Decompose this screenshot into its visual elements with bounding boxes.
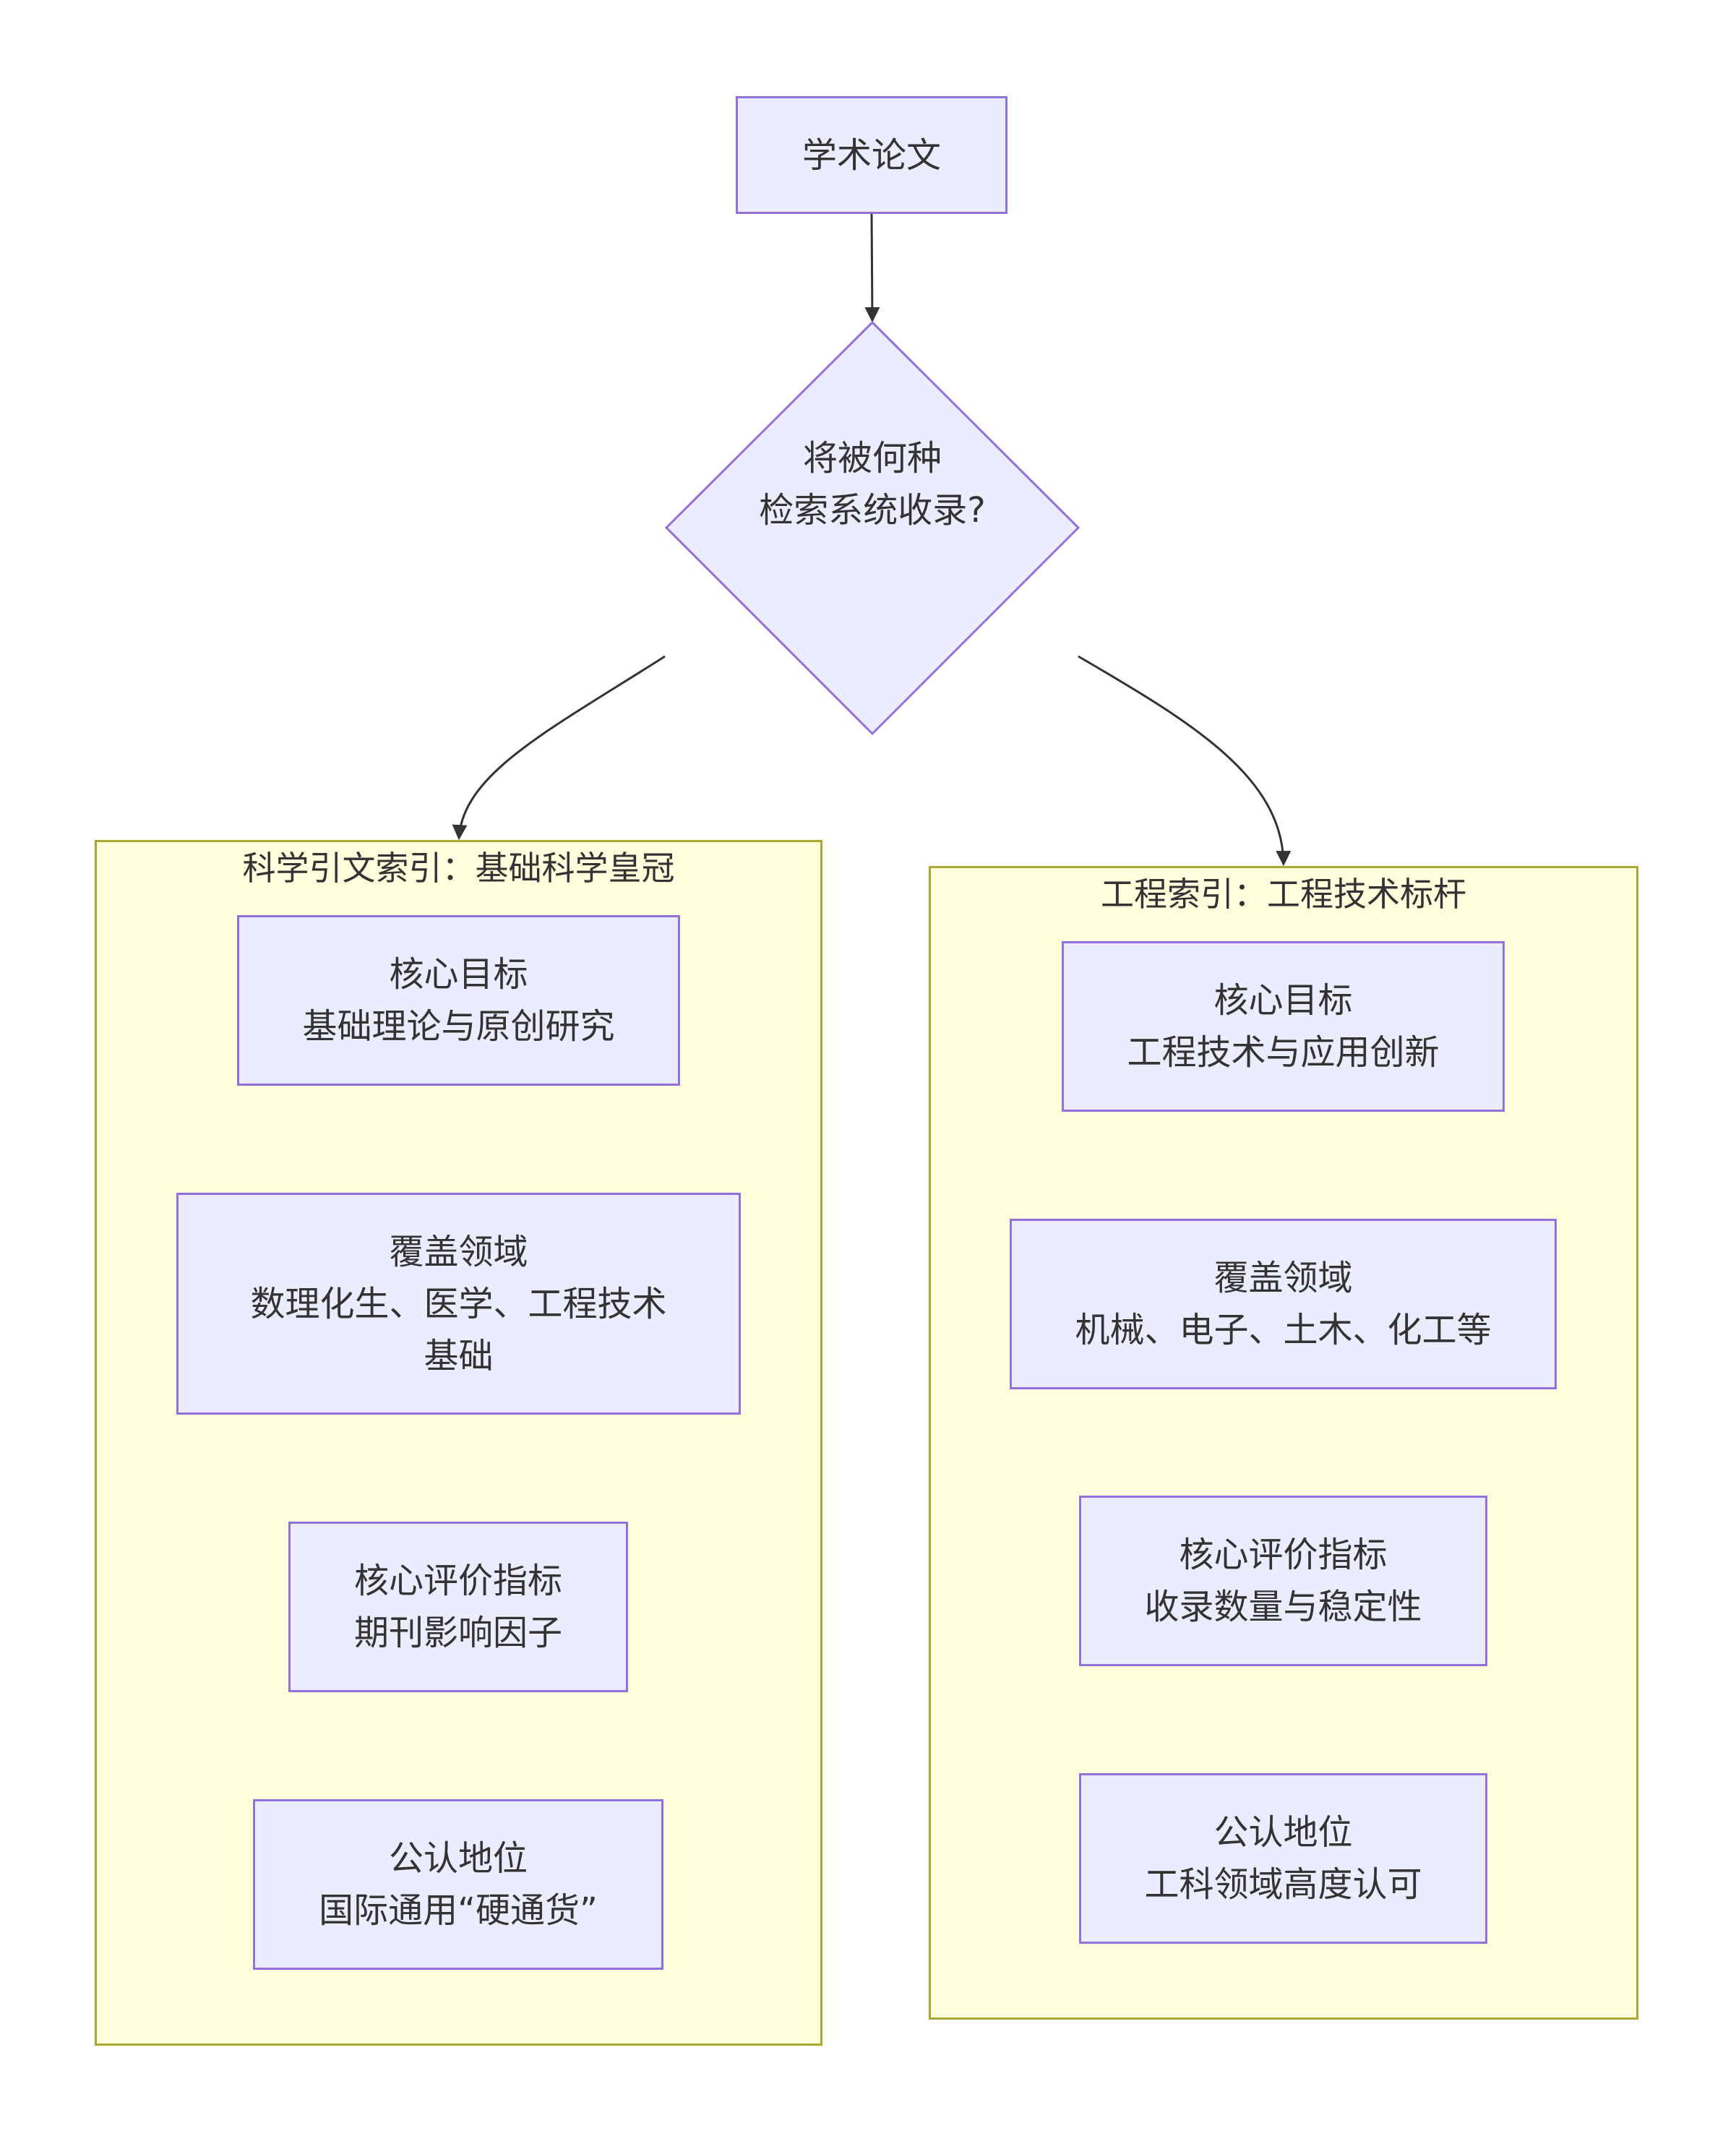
- ei-metric-text: 收录数量与稳定性: [1144, 1587, 1422, 1627]
- edge-decision-to-ei: [1078, 655, 1292, 867]
- sci-coverage-heading: 覆盖领域: [389, 1231, 528, 1272]
- ei-metric-node: 核心评价指标 收录数量与稳定性: [1079, 1496, 1487, 1666]
- ei-metric-heading: 核心评价指标: [1179, 1535, 1388, 1575]
- sci-coverage-node: 覆盖领域 数理化生、医学、工程技术 基础: [176, 1193, 741, 1415]
- sci-goal-text: 基础理论与原创研究: [302, 1006, 615, 1047]
- ei-status-node: 公认地位 工科领域高度认可: [1079, 1773, 1487, 1944]
- sci-coverage-line-1: 数理化生、医学、工程技术: [250, 1283, 667, 1324]
- decision-diamond: [664, 320, 1080, 736]
- sci-metric-node: 核心评价指标 期刊影响因子: [288, 1522, 628, 1692]
- ei-goal-text: 工程技术与应用创新: [1127, 1032, 1440, 1073]
- ei-status-text: 工科领域高度认可: [1144, 1864, 1422, 1905]
- sci-status-node: 公认地位 国际通用“硬通货”: [253, 1799, 663, 1970]
- ei-cluster-title: 工程索引：工程技术标杆: [1101, 875, 1466, 914]
- decision-line-2: 检索系统收录?: [759, 490, 986, 531]
- decision-line-1: 将被何种: [802, 438, 942, 479]
- root-label: 学术论文: [802, 134, 941, 176]
- sci-goal-heading: 核心目标: [389, 954, 528, 995]
- sci-coverage-line-2: 基础: [424, 1335, 494, 1376]
- root-node: 学术论文: [736, 96, 1007, 214]
- sci-cluster-title: 科学引文索引：基础科学皇冠: [242, 849, 675, 888]
- ei-goal-heading: 核心目标: [1213, 980, 1353, 1021]
- ei-coverage-node: 覆盖领域 机械、电子、土木、化工等: [1010, 1219, 1557, 1389]
- ei-status-heading: 公认地位: [1213, 1812, 1353, 1853]
- edge-decision-to-sci: [452, 655, 666, 841]
- sci-goal-node: 核心目标 基础理论与原创研究: [237, 915, 680, 1086]
- sci-metric-heading: 核心评价指标: [353, 1561, 562, 1601]
- decision-label: 将被何种 检索系统收录?: [666, 405, 1078, 564]
- ei-coverage-text: 机械、电子、土木、化工等: [1075, 1310, 1492, 1350]
- sci-metric-text: 期刊影响因子: [353, 1613, 562, 1653]
- sci-status-text: 国际通用“硬通货”: [319, 1890, 598, 1931]
- ei-coverage-heading: 覆盖领域: [1213, 1258, 1353, 1298]
- sci-status-heading: 公认地位: [388, 1838, 528, 1879]
- ei-goal-node: 核心目标 工程技术与应用创新: [1062, 941, 1505, 1112]
